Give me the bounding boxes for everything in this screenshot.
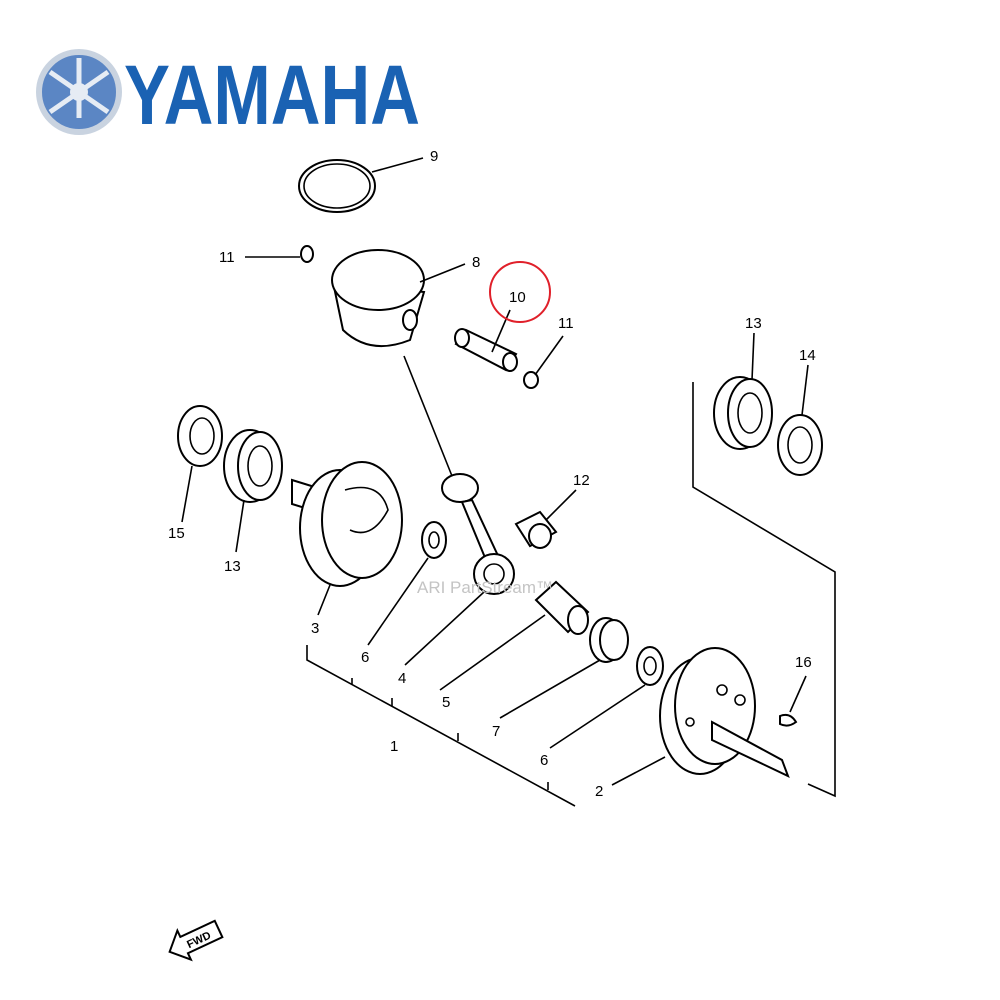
piston-pin[interactable] (454, 328, 518, 372)
piston[interactable] (331, 249, 426, 347)
fwd-arrow-icon: FWD (168, 919, 224, 962)
callout-7[interactable]: 7 (492, 723, 500, 740)
callout-3[interactable]: 3 (311, 620, 319, 637)
callout-9[interactable]: 9 (430, 148, 438, 165)
bearing-right[interactable] (713, 376, 773, 450)
callouts: 9 11 8 10 11 13 14 12 15 13 3 6 4 5 1 7 … (168, 148, 816, 800)
callout-13[interactable]: 13 (224, 558, 241, 575)
callout-13[interactable]: 13 (745, 315, 762, 332)
circlip-left[interactable] (300, 245, 314, 263)
piston-ring[interactable] (298, 159, 376, 213)
callout-6[interactable]: 6 (540, 752, 548, 769)
crank-right[interactable] (659, 647, 790, 778)
thrust-washer-right[interactable] (636, 646, 664, 686)
callout-14[interactable]: 14 (799, 347, 816, 364)
highlight-circle (489, 261, 551, 323)
callout-4[interactable]: 4 (398, 670, 406, 687)
crank-left[interactable] (291, 461, 403, 587)
callout-10[interactable]: 10 (509, 289, 526, 306)
oil-seal-right[interactable] (777, 414, 823, 476)
callout-2[interactable]: 2 (595, 783, 603, 800)
leader-lines (181, 157, 836, 807)
connecting-rod[interactable] (441, 473, 515, 595)
yamaha-logo: YAMAHA (36, 48, 420, 142)
callout-11[interactable]: 11 (558, 315, 574, 332)
callout-11[interactable]: 11 (219, 249, 235, 266)
thrust-washer-left[interactable] (421, 521, 447, 559)
callout-5[interactable]: 5 (442, 694, 450, 711)
brand-name: YAMAHA (124, 48, 420, 142)
callout-8[interactable]: 8 (472, 254, 480, 271)
small-end-bearing[interactable] (514, 510, 558, 549)
callout-1[interactable]: 1 (390, 738, 398, 755)
bearing-left[interactable] (223, 429, 283, 503)
big-end-bearing[interactable] (589, 617, 629, 663)
callout-12[interactable]: 12 (573, 472, 590, 489)
circlip-right[interactable] (523, 371, 539, 389)
callout-6[interactable]: 6 (361, 649, 369, 666)
woodruff-key[interactable] (779, 713, 798, 727)
crank-pin[interactable] (534, 580, 590, 635)
callout-15[interactable]: 15 (168, 525, 185, 542)
callout-16[interactable]: 16 (795, 654, 812, 671)
oil-seal-left[interactable] (177, 405, 223, 467)
watermark: ARI PartStream™ (417, 578, 553, 597)
